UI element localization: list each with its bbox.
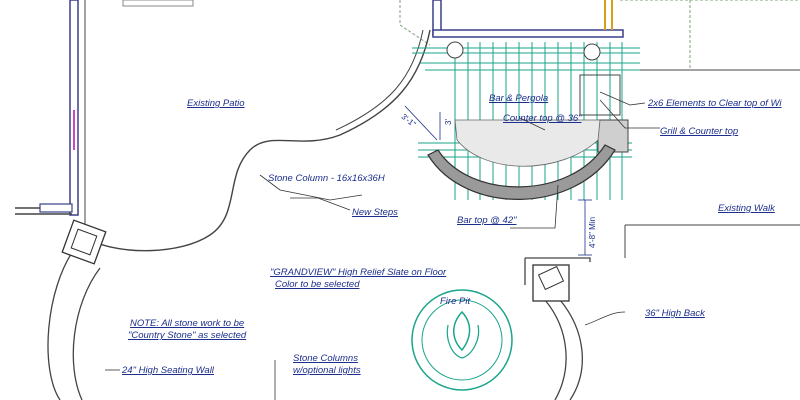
label-stone-columns-line1: Stone Columns: [293, 353, 358, 364]
label-grandview-line1: "GRANDVIEW" High Relief Slate on Floor: [270, 267, 447, 278]
existing-walk: [624, 69, 800, 258]
label-fire-pit: Fire Pit: [440, 296, 471, 307]
label-2x6-elements: 2x6 Elements to Clear top of Wi: [648, 98, 782, 109]
fire-pit: [411, 289, 513, 391]
stone-column-left: [61, 219, 107, 265]
step-line: [335, 29, 424, 131]
grill-unit: [597, 119, 629, 153]
stone-column-right: [532, 264, 570, 302]
label-existing-walk: Existing Walk: [718, 203, 775, 214]
lawn-edge: [399, 0, 800, 70]
counter-top: [454, 119, 601, 167]
dim-4-8-min: 4'-8" Min: [588, 216, 597, 248]
label-grill-counter: Grill & Counter top: [660, 126, 739, 137]
house-wall-left: [15, 0, 79, 216]
label-counter-top: Counter top @ 36": [503, 113, 582, 124]
high-back-wall-inner: [544, 299, 567, 400]
patio-edge-curve: [89, 29, 431, 252]
label-grandview-line2: Color to be selected: [275, 279, 360, 290]
pergola-posts: [446, 41, 601, 61]
dim-3: 3': [444, 119, 453, 125]
label-seating-wall: 24" High Seating Wall: [122, 365, 214, 376]
top-fixture: [122, 0, 194, 7]
label-existing-patio: Existing Patio: [187, 98, 245, 109]
back-wall-top: [525, 257, 591, 262]
label-bar-top: Bar top @ 42": [457, 215, 517, 226]
label-stone-columns-line2: w/optional lights: [293, 365, 361, 376]
grill-counter: [579, 74, 621, 116]
dimension-lines: [404, 105, 592, 256]
label-note-line1: NOTE: All stone work to be: [130, 318, 245, 329]
seating-wall-outer: [47, 247, 76, 400]
label-note-line2: "Country Stone" as selected: [128, 330, 247, 341]
bar-counter: [427, 144, 616, 200]
house-wall-right: [432, 0, 624, 38]
label-new-steps: New Steps: [352, 207, 398, 218]
high-back-wall-outer: [559, 299, 583, 400]
label-stone-column: Stone Column - 16x16x36H: [268, 173, 385, 184]
label-bar-pergola: Bar & Pergola: [489, 93, 549, 104]
leader-lines: [105, 91, 660, 400]
seating-wall-inner: [72, 267, 101, 400]
label-high-back: 36" High Back: [645, 308, 705, 319]
